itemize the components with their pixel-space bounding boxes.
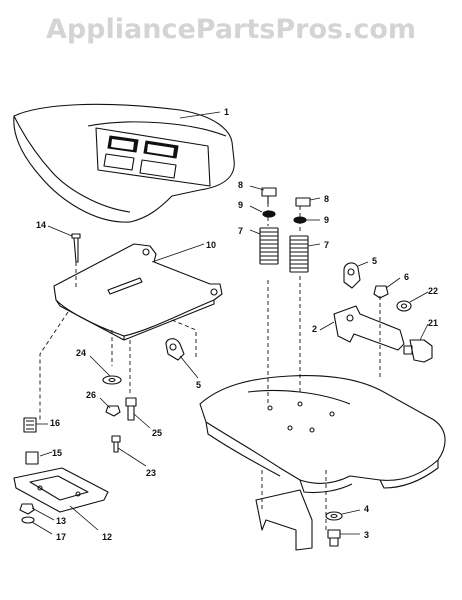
bolt-8-left-part xyxy=(261,187,277,204)
bolt-3-part xyxy=(327,529,341,547)
bracket-part xyxy=(333,305,405,351)
watermark-logo: AppliancePartsPros.com xyxy=(45,14,417,45)
callout-17: 17 xyxy=(56,532,66,542)
nut-6-part xyxy=(373,285,389,299)
callout-7b: 7 xyxy=(324,240,329,250)
callout-16: 16 xyxy=(50,418,60,428)
callout-9b: 9 xyxy=(324,215,329,225)
slide-rail-part xyxy=(13,467,109,513)
bolt-25-part xyxy=(125,397,137,421)
callout-13: 13 xyxy=(56,516,66,526)
pin-part xyxy=(71,233,81,263)
callout-2: 2 xyxy=(312,324,317,334)
spring-7-right-part xyxy=(289,235,309,273)
latch-right-part xyxy=(343,262,361,289)
callout-4: 4 xyxy=(364,504,369,514)
callout-14: 14 xyxy=(36,220,46,230)
washer-22-part xyxy=(396,300,412,312)
support-part xyxy=(255,489,313,551)
screw-23-part xyxy=(111,435,121,453)
washer-9-right-part xyxy=(293,216,307,224)
seat-pan-part xyxy=(53,243,223,341)
washer-9-left-part xyxy=(262,210,276,218)
callout-22: 22 xyxy=(428,286,438,296)
callout-5a: 5 xyxy=(196,380,201,390)
spring-7-left-part xyxy=(259,227,279,265)
callout-1: 1 xyxy=(224,107,229,117)
spacer-15-part xyxy=(25,451,39,465)
callout-10: 10 xyxy=(206,240,216,250)
nut-26-part xyxy=(105,405,121,417)
callout-23: 23 xyxy=(146,468,156,478)
bolt-8-right-part xyxy=(295,197,311,207)
callout-3: 3 xyxy=(364,530,369,540)
callout-12: 12 xyxy=(102,532,112,542)
nut-13-part xyxy=(19,503,35,515)
seat-part xyxy=(13,103,235,223)
washer-4-part xyxy=(325,511,343,521)
clip-16-part xyxy=(23,417,37,433)
callout-15: 15 xyxy=(52,448,62,458)
callout-8b: 8 xyxy=(324,194,329,204)
callout-25: 25 xyxy=(152,428,162,438)
knob-21-part xyxy=(403,339,433,363)
callout-6: 6 xyxy=(404,272,409,282)
frame-part xyxy=(199,375,446,494)
callout-26: 26 xyxy=(86,390,96,400)
washer-17-part xyxy=(21,516,35,524)
callout-9a: 9 xyxy=(238,200,243,210)
callout-7a: 7 xyxy=(238,226,243,236)
callout-8a: 8 xyxy=(238,180,243,190)
latch-left-part xyxy=(165,338,185,361)
callout-5b: 5 xyxy=(372,256,377,266)
callout-24: 24 xyxy=(76,348,86,358)
callout-21: 21 xyxy=(428,318,438,328)
washer-part xyxy=(102,375,122,385)
